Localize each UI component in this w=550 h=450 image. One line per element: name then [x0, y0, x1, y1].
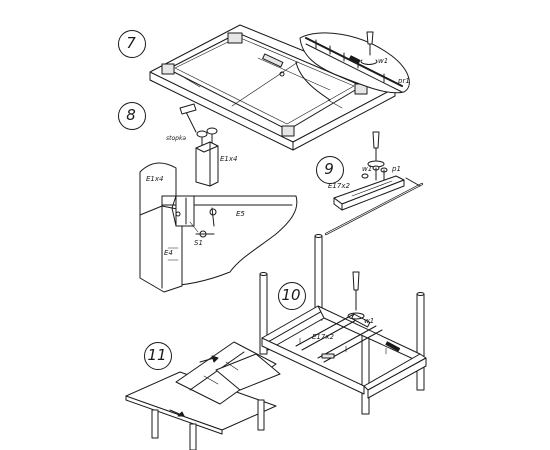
step-10-circle — [278, 282, 306, 310]
label-stopka: stopka — [166, 135, 187, 142]
label-e4: E4 — [164, 249, 173, 257]
label-e1x4-panel: E1x4 — [146, 175, 164, 183]
label-e5: E5 — [236, 210, 245, 218]
label-w1-step9: w1 — [362, 165, 373, 173]
step-7-number: 7 — [126, 34, 136, 52]
label-e17x2-step10: E17x2 — [312, 333, 334, 341]
step-7-circle — [118, 30, 146, 58]
step-9-screwdriver — [367, 131, 385, 168]
step-10-number: 10 — [281, 286, 301, 304]
step-8-number: 8 — [126, 106, 136, 124]
label-p1: p1 — [392, 165, 401, 173]
step-8-leg-fasteners — [179, 103, 218, 147]
label-s1: S1 — [194, 239, 203, 247]
step-11-circle — [144, 342, 172, 370]
step-8-circle — [118, 102, 146, 130]
label-e1x4-box: E1x4 — [220, 155, 238, 163]
step-7-tabletop-frame — [149, 24, 396, 151]
step-10-table-frame — [259, 234, 427, 415]
step-8-frame-panel — [139, 162, 298, 293]
step-10-screwdriver — [347, 271, 365, 320]
step-9-rod — [324, 177, 424, 236]
label-pr1: pr1 — [398, 77, 410, 85]
step-11-extending-table — [125, 341, 281, 450]
step-9-rail-e17 — [333, 175, 405, 211]
label-e17x2-step9: E17x2 — [328, 182, 350, 190]
step-8-leg-block — [195, 141, 219, 187]
step-9-circle — [316, 156, 344, 184]
step-9-number: 9 — [324, 160, 334, 178]
step-7-detail-callout — [295, 31, 410, 101]
label-w1-step10: w1 — [364, 317, 375, 325]
step-11-number: 11 — [147, 346, 167, 364]
label-w1-step7: w1 — [378, 57, 389, 65]
